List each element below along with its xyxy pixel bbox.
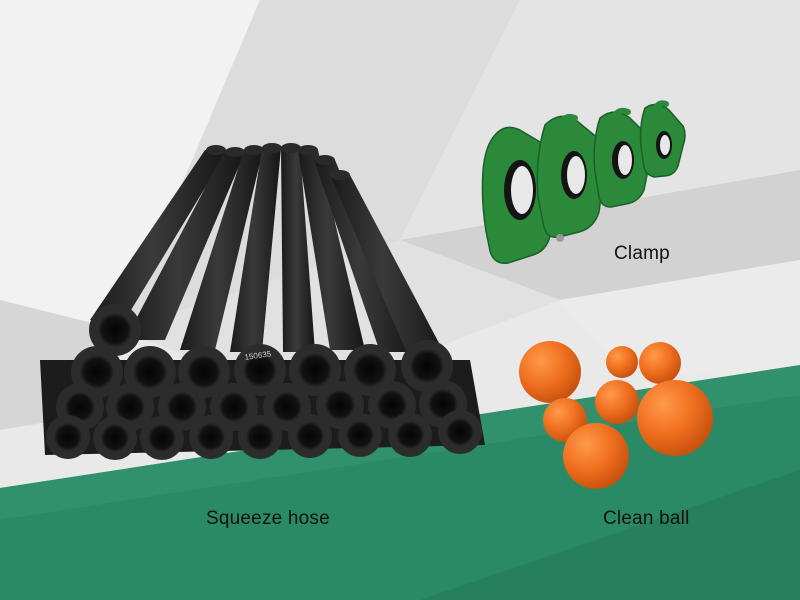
clamp-image [481,100,686,264]
squeeze-hose-image: 150635 [40,143,485,460]
hose-ends [46,304,482,460]
squeeze-hose-label: Squeeze hose [206,508,330,529]
hose-print-text: 150635 [244,349,272,362]
clean-ball-label: Clean ball [603,508,690,529]
clean-ball-image [519,341,713,489]
clamp-label: Clamp [614,243,670,264]
